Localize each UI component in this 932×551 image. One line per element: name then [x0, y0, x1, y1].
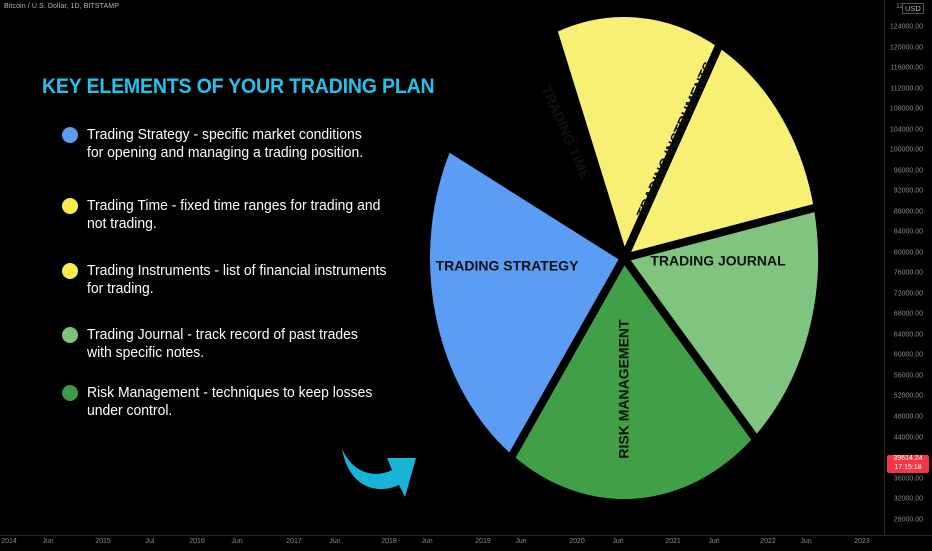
price-tick-label: 76000.00 — [893, 269, 923, 277]
price-tick-label: 96000.00 — [893, 167, 923, 175]
price-tick-label: 32000.00 — [893, 495, 923, 503]
price-tick-label: 72000.00 — [893, 290, 923, 298]
bullet-text: Trading Strategy - specific market condi… — [87, 126, 364, 161]
time-tick-label: 2018 — [381, 538, 397, 545]
pie-slice-trading-instruments — [620, 39, 822, 262]
price-value: 39614.24 — [893, 455, 923, 462]
price-tick-label: 60000.00 — [893, 351, 923, 359]
pie-slice-trading-time — [549, 9, 724, 262]
price-tick-label: 92000.00 — [893, 187, 923, 195]
time-tick-label: Jun — [421, 538, 433, 545]
price-axis[interactable]: 124000.00 120000.00 116000.00 112000.00 1080… — [884, 0, 932, 535]
pie-label-risk-management: RISK MANAGEMENT — [616, 319, 632, 459]
price-tick-label: 52000.00 — [893, 392, 923, 400]
time-tick-label: 2016 — [189, 538, 205, 545]
curved-arrow-icon — [342, 448, 416, 497]
price-tick-label: 112000.00 — [890, 85, 923, 93]
price-tick-label: 56000.00 — [893, 372, 923, 380]
price-tick-label: 80000.00 — [893, 249, 923, 257]
currency-button[interactable]: USD — [902, 3, 924, 14]
pie-label-trading-strategy: TRADING STRATEGY — [436, 258, 580, 274]
pie-slice-trading-journal — [620, 203, 827, 445]
bullet-text: Trading Instruments - list of financial … — [87, 262, 387, 297]
time-tick-label: 2020 — [569, 538, 585, 545]
price-tick-label: 84000.00 — [893, 228, 923, 236]
time-tick-label: 2022 — [760, 538, 776, 545]
price-tick-label: 36000.00 — [893, 475, 923, 483]
bullet-dot-icon — [62, 127, 78, 143]
time-tick-label: 2023 — [854, 538, 870, 545]
pie-label-trading-journal: TRADING JOURNAL — [650, 253, 786, 269]
price-tick-label: 44000.00 — [893, 434, 923, 442]
price-tick-label: 120000.00 — [889, 44, 923, 52]
price-tick-label: 108000.00 — [889, 105, 923, 113]
price-tick-label: 28000.00 — [893, 516, 923, 524]
bullet-text: Risk Management - techniques to keep los… — [87, 384, 373, 419]
bullet-dot-icon — [62, 263, 78, 279]
time-axis[interactable]: 2014 Jun 2015 Jul 2016 Jun 2017 Jun 2018 Jun 2019 J… — [0, 535, 932, 551]
price-tick-label: 64000.00 — [893, 331, 923, 339]
chart-symbol-label[interactable]: Bitcoin / U.S. Dollar, 1D, BITSTAMP — [4, 3, 120, 10]
price-tick-label: 104000.00 — [889, 126, 923, 134]
price-countdown: 17:15:18 — [894, 463, 922, 471]
price-tick-label: 100000.00 — [889, 146, 923, 154]
page-title: KEY ELEMENTS OF YOUR TRADING PLAN — [42, 75, 435, 98]
pie-slice-risk-management — [506, 254, 761, 508]
time-tick-label: Jul — [145, 538, 155, 545]
time-tick-label: Jun — [800, 538, 812, 545]
time-tick-label: 2015 — [95, 538, 111, 545]
bullet-dot-icon — [62, 385, 78, 401]
time-tick-label: Jun — [708, 538, 720, 545]
time-tick-label: Jun — [42, 538, 54, 545]
time-tick-label: Jun — [231, 538, 243, 545]
time-tick-label: Jun — [515, 538, 527, 545]
time-tick-label: 2014 — [1, 538, 17, 545]
price-axis-top-label: 12 — [896, 3, 904, 10]
price-tick-label: 88000.00 — [893, 208, 923, 216]
bullet-text: Trading Time - fixed time ranges for tra… — [87, 197, 381, 232]
time-tick-label: Jun — [329, 538, 341, 545]
bullet-dot-icon — [62, 198, 78, 214]
pie-slices — [422, 9, 827, 508]
bullet-dot-icon — [62, 327, 78, 343]
price-tick-label: 116000.00 — [890, 64, 923, 72]
time-tick-label: 2019 — [475, 538, 491, 545]
time-tick-label: Jun — [612, 538, 624, 545]
bullet-text: Trading Journal - track record of past t… — [87, 326, 358, 361]
time-tick-label: 2021 — [665, 538, 681, 545]
price-tick-label: 124000.00 — [889, 23, 923, 31]
pie-slice-trading-strategy — [422, 142, 628, 463]
price-tick-label: 68000.00 — [893, 310, 923, 318]
time-tick-label: 2017 — [286, 538, 302, 545]
price-tick-label: 48000.00 — [893, 413, 923, 421]
price-badge: 39614.24 17:15:18 — [887, 455, 929, 473]
